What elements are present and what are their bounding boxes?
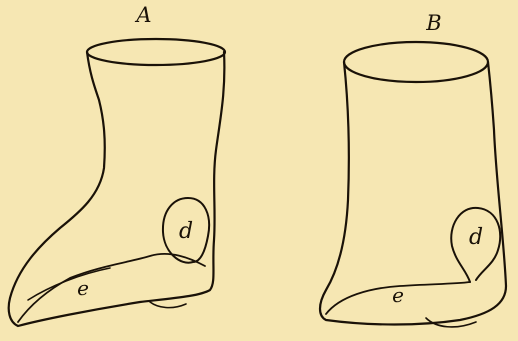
figure-b-top-opening <box>344 42 488 82</box>
figure-a-part-e-outline <box>18 254 205 322</box>
figure-a-top-opening <box>87 39 225 65</box>
figure-b: B d e <box>320 11 506 327</box>
figure-a-boot-outline <box>9 52 225 326</box>
figure-b-title: B <box>425 11 441 35</box>
figure-a-label-d: d <box>179 219 193 244</box>
figure-a-toe-line <box>28 268 110 300</box>
figure-b-heel-pad <box>426 318 476 327</box>
figure-b-label-e: e <box>392 283 404 307</box>
figure-a-title: A <box>134 3 151 27</box>
figure-a-heel-pad <box>150 302 186 308</box>
figure-b-label-d: d <box>469 225 483 250</box>
figure-a: A d e <box>9 3 225 326</box>
figure-a-label-e: e <box>77 276 89 300</box>
